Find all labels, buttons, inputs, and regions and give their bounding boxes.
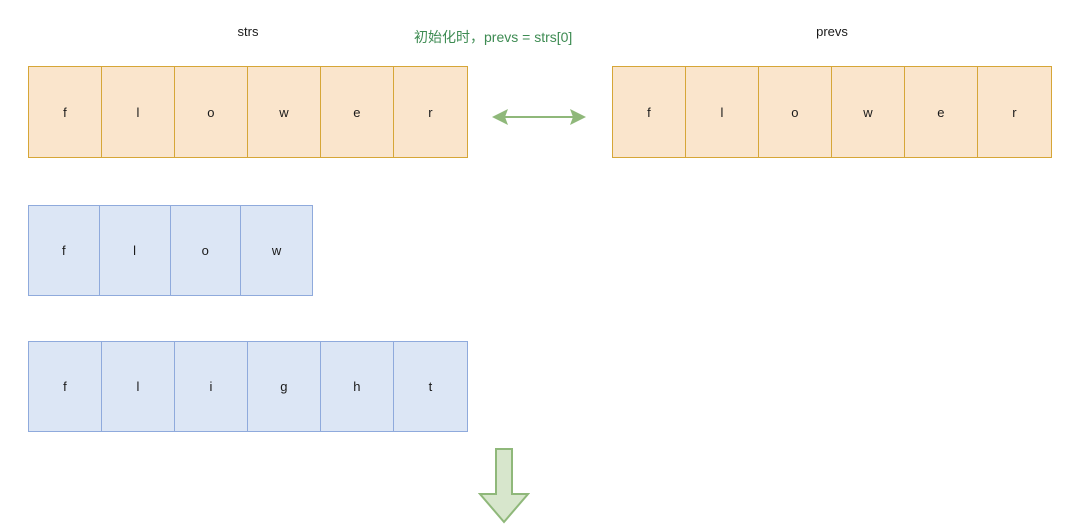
array-cell: l: [99, 206, 171, 295]
flight-array: f l i g h t: [28, 341, 468, 432]
prevs-array: f l o w e r: [612, 66, 1052, 158]
array-cell: i: [175, 342, 248, 431]
array-cell: f: [29, 206, 100, 295]
array-cell: t: [394, 342, 467, 431]
array-cell: e: [321, 67, 394, 157]
array-cell: l: [686, 67, 759, 157]
array-cell: g: [248, 342, 321, 431]
strs-array-label: strs: [237, 24, 259, 39]
array-cell: l: [102, 342, 175, 431]
flow-array: f l o w: [28, 205, 313, 296]
array-cell: l: [102, 67, 175, 157]
array-cell: w: [832, 67, 905, 157]
array-cell: o: [175, 67, 248, 157]
array-cell: f: [613, 67, 686, 157]
strs-array: f l o w e r: [28, 66, 468, 158]
initialization-annotation: 初始化时，prevs = strs[0]: [414, 29, 573, 45]
array-cell: o: [170, 206, 242, 295]
array-cell: f: [29, 342, 102, 431]
prevs-array-label: prevs: [816, 24, 848, 39]
array-cell: f: [29, 67, 102, 157]
array-cell: w: [241, 206, 312, 295]
array-cell: w: [248, 67, 321, 157]
array-cell: e: [905, 67, 978, 157]
array-cell: r: [978, 67, 1051, 157]
array-cell: o: [759, 67, 832, 157]
array-cell: r: [394, 67, 467, 157]
down-arrow-icon: [477, 448, 531, 524]
bidirectional-arrow-icon: [492, 105, 586, 129]
array-cell: h: [321, 342, 394, 431]
